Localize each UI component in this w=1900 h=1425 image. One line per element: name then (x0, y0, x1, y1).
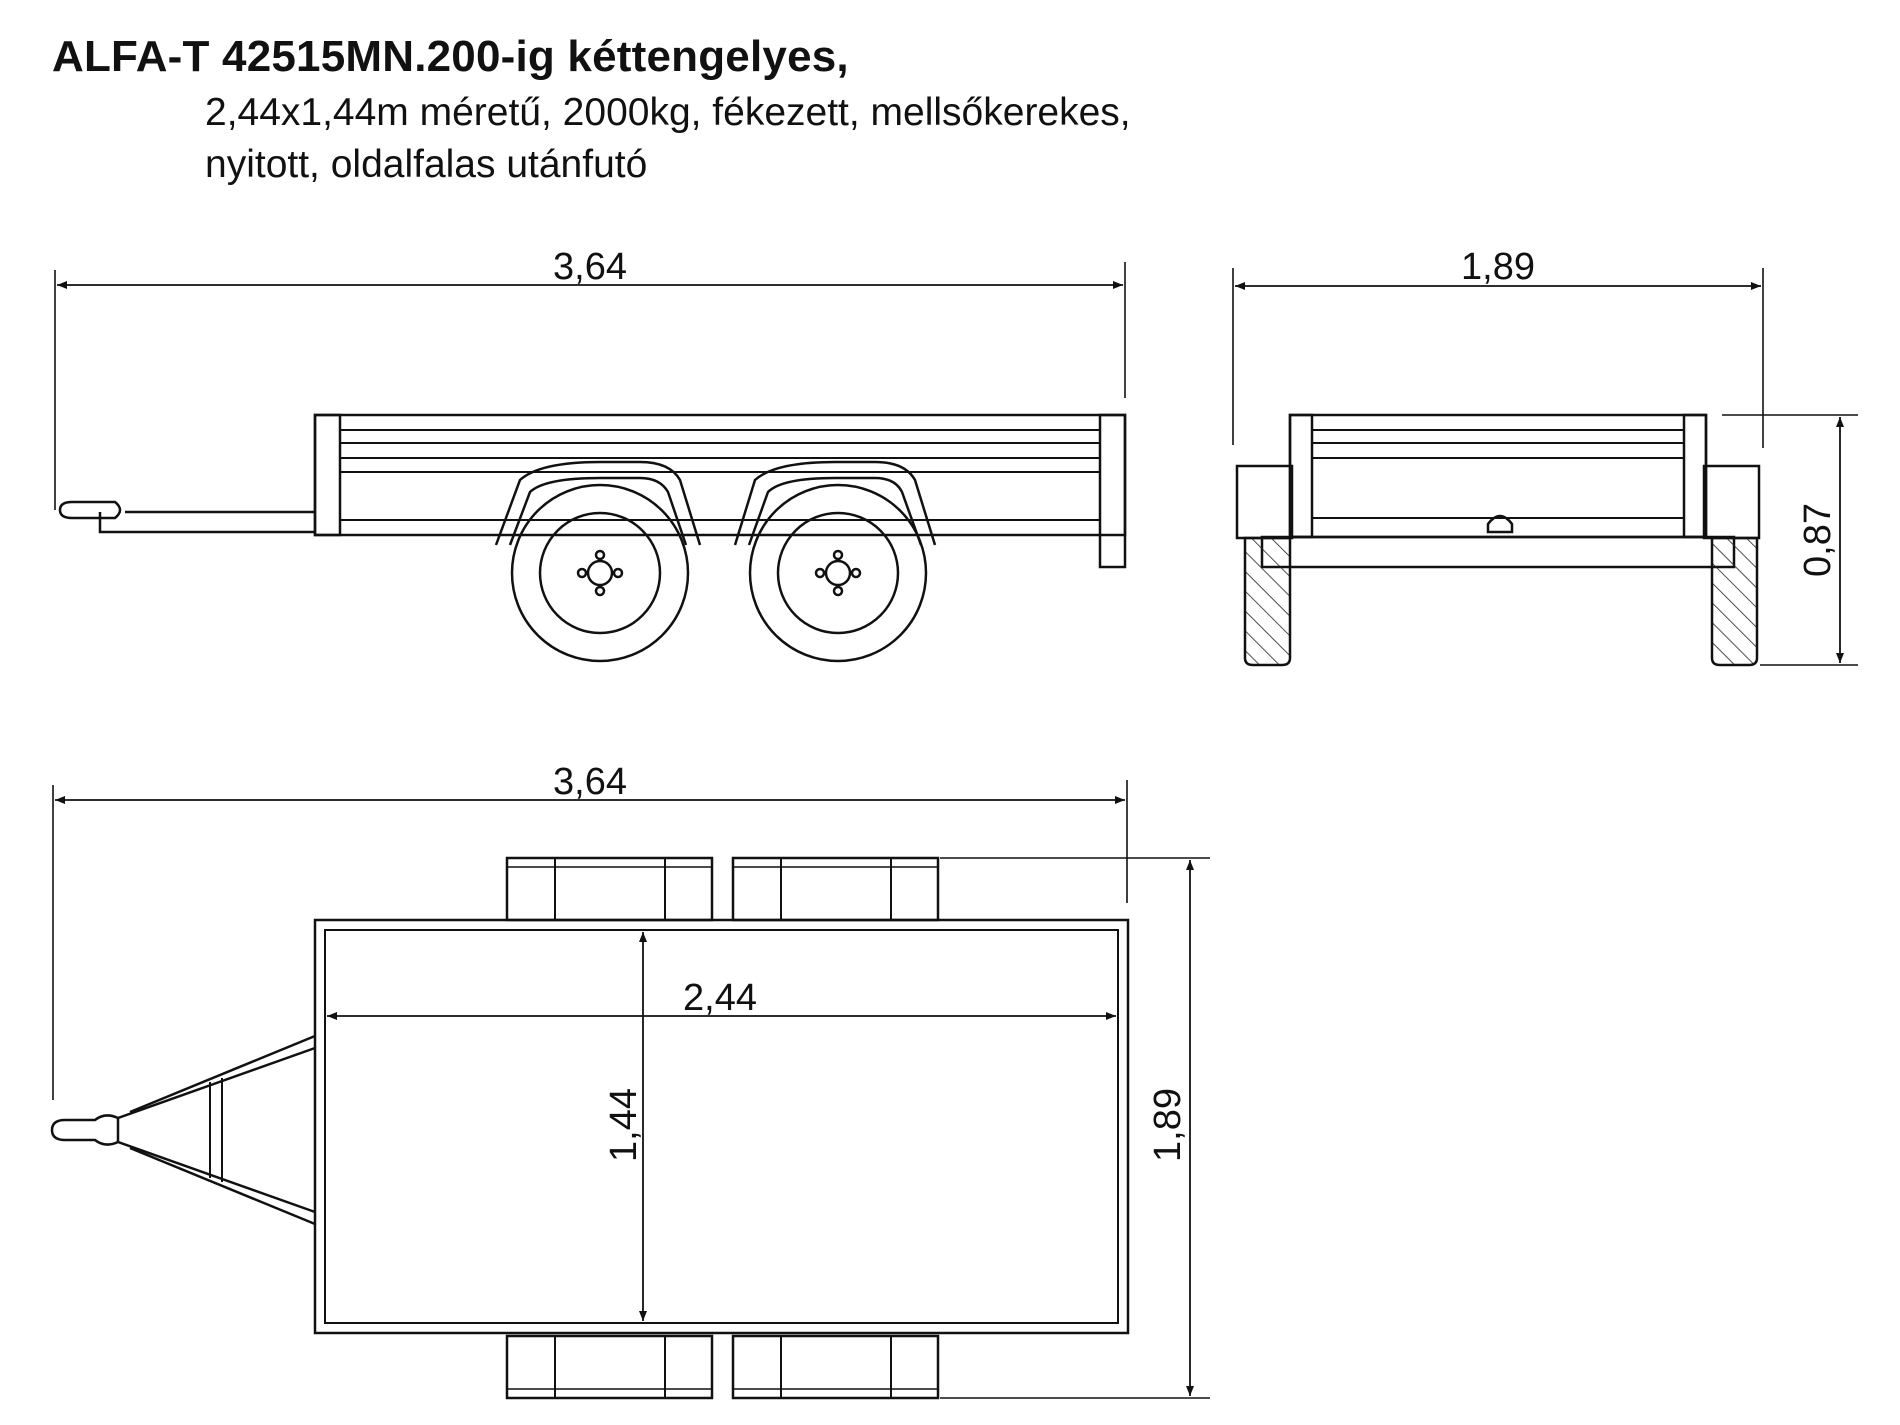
front-tyre-right (1710, 536, 1759, 667)
side-wheel-rear (748, 483, 928, 663)
front-hitch-head (1486, 514, 1514, 534)
top-wheel-rear-left (731, 856, 940, 922)
front-axle-frame (1260, 535, 1736, 569)
side-mudguard-rear-inner (747, 476, 923, 546)
top-total-width-label: 1,89 (1147, 1088, 1189, 1162)
top-bed-length-label: 2,44 (683, 977, 757, 1019)
subtitle-line-1: 2,44x1,44m méretű, 2000kg, fékezett, mel… (205, 91, 1131, 134)
title-block: ALFA-T 42515MN.200-ig kéttengelyes, (52, 30, 849, 84)
side-wheel-front (510, 483, 690, 663)
front-post-right (1682, 413, 1708, 539)
front-tyre-left (1243, 536, 1292, 667)
side-mudguard-front (494, 460, 702, 546)
top-body-outer (313, 918, 1130, 1335)
front-width-label: 1,89 (1461, 246, 1535, 288)
top-bed-inner (324, 929, 1119, 1324)
side-rear-post (1098, 413, 1127, 569)
front-view (1232, 268, 1858, 667)
side-hitch-coupler (58, 500, 122, 520)
front-mudguard-left (1235, 464, 1294, 540)
top-wheel-rear-right (731, 1334, 940, 1400)
side-front-post (313, 413, 342, 537)
side-body (313, 413, 1127, 537)
side-mudguard-front-inner (508, 476, 688, 546)
subtitle-line-2: nyitott, oldalfalas utánfutó (205, 143, 648, 186)
front-mudguard-right (1702, 464, 1761, 540)
top-wheel-front-left (505, 856, 714, 922)
front-post-left (1288, 413, 1314, 539)
top-wheel-front-right (505, 1334, 714, 1400)
side-length-label: 3,64 (553, 246, 627, 288)
side-view (54, 262, 1127, 663)
top-drawbar (117, 1034, 316, 1226)
top-length-label: 3,64 (553, 761, 627, 803)
front-height-label: 0,87 (1797, 503, 1839, 577)
top-view (50, 780, 1210, 1400)
top-hitch-coupler (50, 1114, 120, 1146)
side-drawbar (98, 512, 315, 534)
side-mudguard-rear (733, 460, 937, 546)
top-bed-width-label: 1,44 (603, 1088, 645, 1162)
drawing-title: ALFA-T 42515MN.200-ig kéttengelyes, (52, 32, 849, 81)
